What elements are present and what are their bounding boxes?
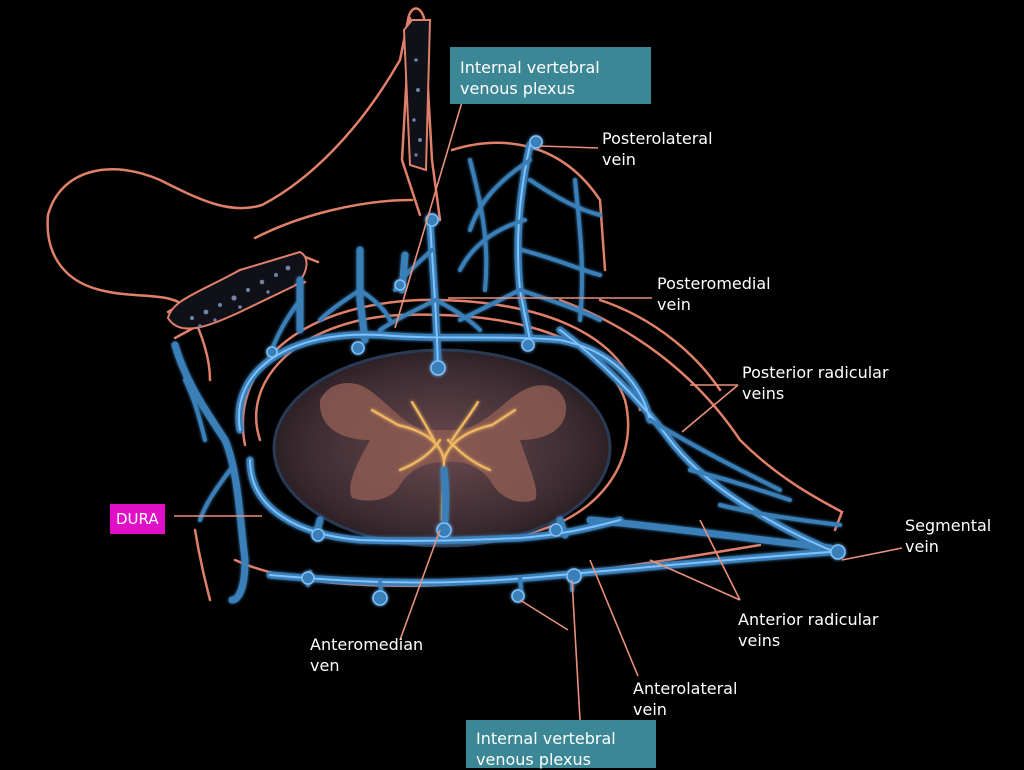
leader-ivvp-bottom-b: [519, 599, 569, 631]
leader-posterior-radicular-b: [681, 384, 739, 433]
spinal-cord: [272, 348, 612, 548]
leader-anteromedian: [399, 529, 441, 641]
label-posteromedial-vein: Posteromedial vein: [657, 274, 771, 314]
leader-anterior-radicular-a: [699, 519, 741, 601]
label-dura: DURA: [110, 504, 165, 534]
leader-ivvp-top: [394, 101, 463, 329]
label-posterolateral-vein: Posterolateral vein: [602, 129, 713, 169]
leader-segmental: [841, 547, 903, 561]
leader-ivvp-bottom-a: [571, 579, 581, 721]
leader-anterior-radicular-b: [649, 559, 741, 601]
label-segmental-vein: Segmental vein: [905, 516, 992, 556]
label-posterior-radicular-veins: Posterior radicular veins: [742, 363, 889, 403]
leader-posterolateral: [539, 145, 599, 149]
leader-anterolateral: [589, 559, 639, 677]
label-anterior-radicular-veins: Anterior radicular veins: [738, 610, 879, 650]
label-anteromedian-vein: Anteromedian ven: [310, 635, 424, 675]
label-anterolateral-vein: Anterolateral vein: [633, 679, 738, 719]
leader-lines: [174, 101, 903, 721]
label-internal-vertebral-venous-plexus-bottom: Internal vertebral venous plexus: [466, 720, 656, 769]
venous-network: [171, 135, 846, 606]
label-internal-vertebral-venous-plexus-top: Internal vertebral venous plexus: [450, 47, 651, 104]
lamina-bone: [166, 19, 432, 330]
